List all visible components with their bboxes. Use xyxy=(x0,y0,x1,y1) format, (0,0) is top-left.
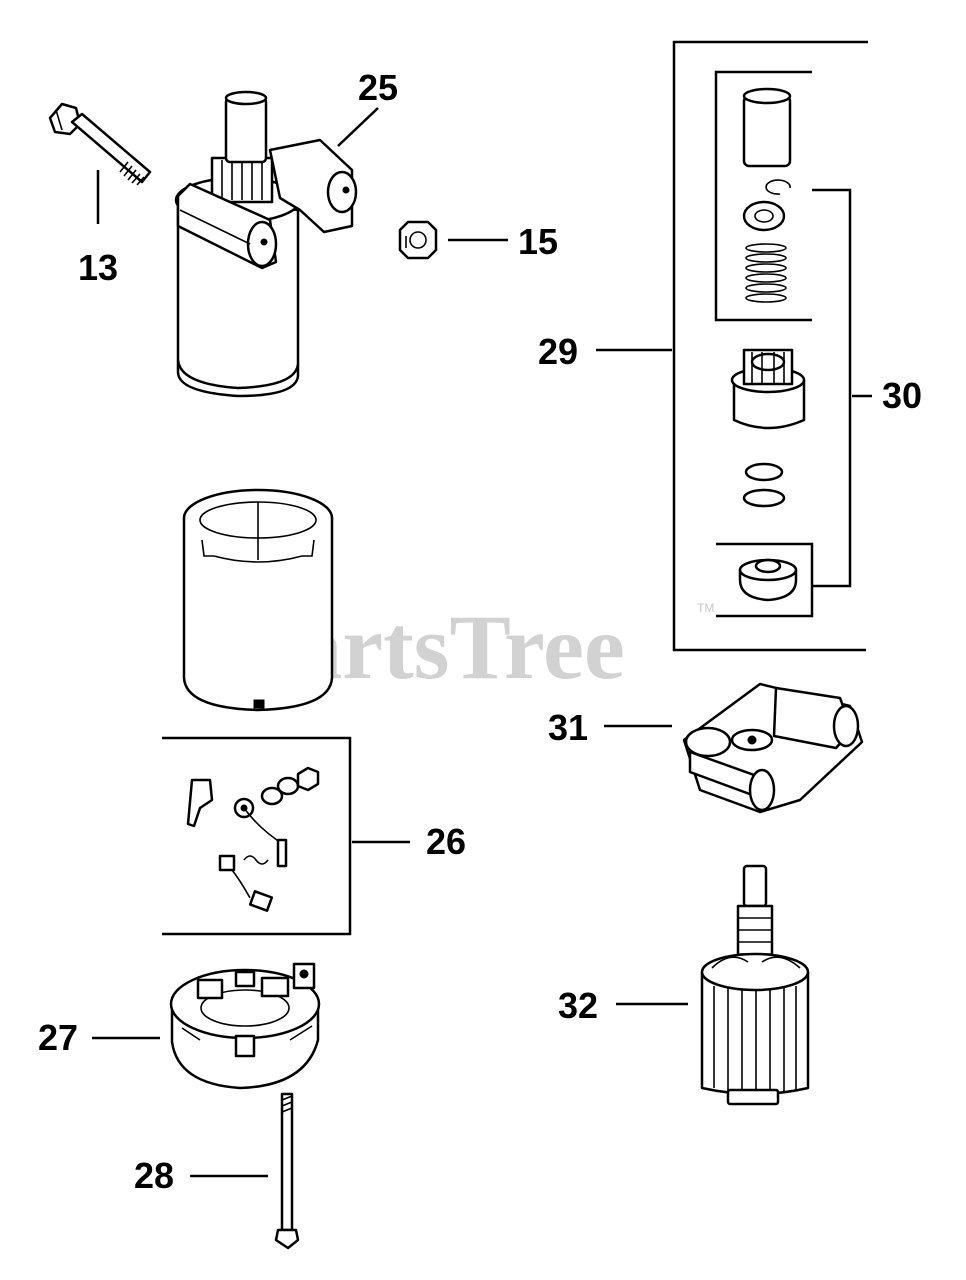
callout-15: 15 xyxy=(518,221,558,262)
callout-30: 30 xyxy=(882,375,922,416)
retainer-group-box xyxy=(714,70,812,322)
callout-31: 31 xyxy=(548,707,588,748)
end-cap-icon[interactable] xyxy=(169,962,321,1090)
bolt-icon[interactable] xyxy=(48,102,152,186)
callout-25: 25 xyxy=(358,67,398,108)
drive-kit-box xyxy=(672,40,868,652)
frame-housing-icon xyxy=(182,488,334,712)
drive-assembly-bracket xyxy=(716,188,852,618)
callout-13: 13 xyxy=(78,247,118,288)
brush-kit-box xyxy=(162,736,352,936)
watermark-trademark: TM xyxy=(697,601,714,615)
nut-icon[interactable] xyxy=(398,220,438,260)
armature-icon[interactable] xyxy=(700,864,810,1106)
leader-line-25 xyxy=(337,107,379,147)
callout-32: 32 xyxy=(558,985,598,1026)
drive-end-cap-icon[interactable] xyxy=(682,682,864,814)
brush-kit-icon[interactable] xyxy=(186,766,320,912)
callout-29: 29 xyxy=(538,331,578,372)
callout-28: 28 xyxy=(134,1155,174,1196)
callout-26: 26 xyxy=(426,821,466,862)
starter-motor-icon[interactable] xyxy=(174,90,358,398)
drive-assembly-icon[interactable] xyxy=(730,87,806,602)
callout-27: 27 xyxy=(38,1017,78,1058)
through-bolt-icon[interactable] xyxy=(274,1092,300,1250)
